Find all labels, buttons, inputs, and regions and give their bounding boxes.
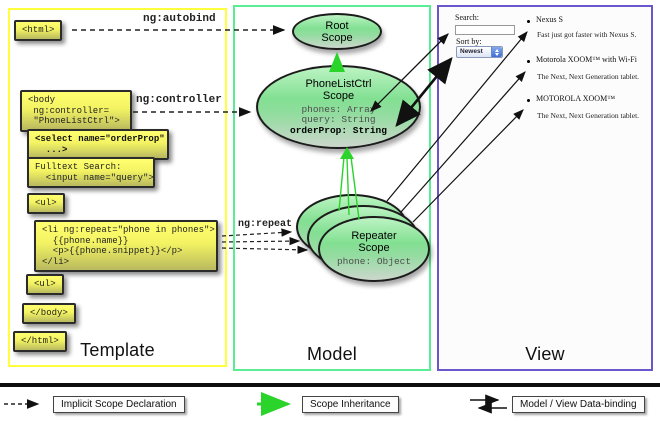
code-box-html-close: </html>: [13, 331, 67, 352]
root-scope-title: Root: [325, 19, 349, 32]
phone-item-title: Nexus S: [536, 15, 563, 24]
code-line: <input name="query">: [35, 172, 154, 183]
code-box-select: <select name="orderProp" ...>: [27, 129, 169, 160]
legend-scope-inheritance: Scope Inheritance: [302, 396, 399, 413]
bullet-icon: [527, 20, 530, 23]
repeater-scope-title: Repeater: [351, 230, 397, 243]
phonelistctrl-scope-title: Scope: [322, 89, 355, 102]
root-scope-title: Scope: [321, 31, 353, 44]
sort-by-label: Sort by:: [456, 37, 482, 46]
code-line: "PhoneListCtrl">: [28, 116, 120, 126]
ng-autobind-label: ng:autobind: [143, 13, 216, 25]
template-panel-label: Template: [80, 340, 155, 360]
code-box-li-repeat: <li ng:repeat="phone in phones"> {{phone…: [34, 220, 218, 272]
code-box-body-open: <body ng:controller= "PhoneListCtrl">: [20, 90, 132, 132]
code-line: </body>: [30, 308, 68, 318]
sort-dropdown[interactable]: Newest: [456, 46, 503, 58]
ng-repeat-label: ng:repeat: [238, 219, 293, 230]
sort-dropdown-value: Newest: [460, 48, 483, 55]
code-box-body-close: </body>: [22, 303, 76, 324]
dropdown-stepper-icon: [491, 47, 502, 57]
model-panel-label: Model: [306, 344, 358, 364]
scope-prop-orderprop: orderProp: String: [290, 124, 387, 136]
bullet-icon: [527, 99, 530, 102]
code-line: </html>: [21, 336, 59, 346]
legend-implicit-scope: Implicit Scope Declaration: [53, 396, 185, 413]
scope-prop-query: query: String: [301, 114, 376, 126]
search-input[interactable]: [455, 25, 515, 35]
code-line: <p>{{phone.snippet}}</p>: [42, 246, 183, 256]
bullet-icon: [527, 60, 530, 63]
model-panel: Model: [233, 5, 431, 371]
legend-divider: [0, 383, 660, 387]
code-line: ...>: [35, 144, 68, 155]
code-line: </li>: [42, 256, 70, 267]
phone-item-desc: The Next, Next Generation tablet.: [537, 111, 640, 120]
phonelistctrl-scope-title: PhoneListCtrl: [305, 77, 372, 90]
code-line: ng:controller=: [28, 105, 110, 116]
code-box-html-open: <html>: [14, 20, 63, 41]
scope-prop-phones: phones: Array: [301, 103, 376, 115]
phone-item-title: MOTOROLA XOOM™: [536, 94, 616, 103]
code-line: <li ng:repeat="phone in phones">: [42, 225, 215, 235]
code-box-fulltext: Fulltext Search: <input name="query">: [27, 157, 155, 188]
ng-controller-label: ng:controller: [136, 94, 222, 106]
search-label: Search:: [455, 13, 479, 22]
scope-prop-phone: phone: Object: [336, 256, 412, 268]
code-line: <html>: [22, 25, 55, 35]
phone-item-desc: Fast just got faster with Nexus S.: [537, 30, 637, 39]
repeater-scope-ellipse-front: Repeater Scope phone: Object: [318, 216, 430, 282]
root-scope-ellipse: Root Scope: [292, 13, 382, 50]
code-line: <body: [28, 95, 56, 105]
phone-item-desc: The Next, Next Generation tablet.: [537, 72, 640, 81]
code-line: {{phone.name}}: [42, 235, 129, 246]
view-panel-label: View: [525, 344, 565, 364]
code-line: <ul>: [34, 279, 56, 289]
repeater-scope-title: Scope: [358, 242, 390, 255]
phonelistctrl-scope-ellipse: PhoneListCtrl Scope phones: Array query:…: [256, 65, 421, 149]
legend-model-view-binding: Model / View Data-binding: [512, 396, 645, 413]
phone-item-title: Motorola XOOM™ with Wi-Fi: [536, 55, 637, 64]
code-line: <select name="orderProp": [35, 134, 165, 144]
code-box-ul-close: <ul>: [26, 274, 64, 295]
code-line: <ul>: [35, 198, 57, 208]
code-box-ul-open: <ul>: [27, 193, 65, 214]
code-line: Fulltext Search:: [35, 162, 122, 172]
